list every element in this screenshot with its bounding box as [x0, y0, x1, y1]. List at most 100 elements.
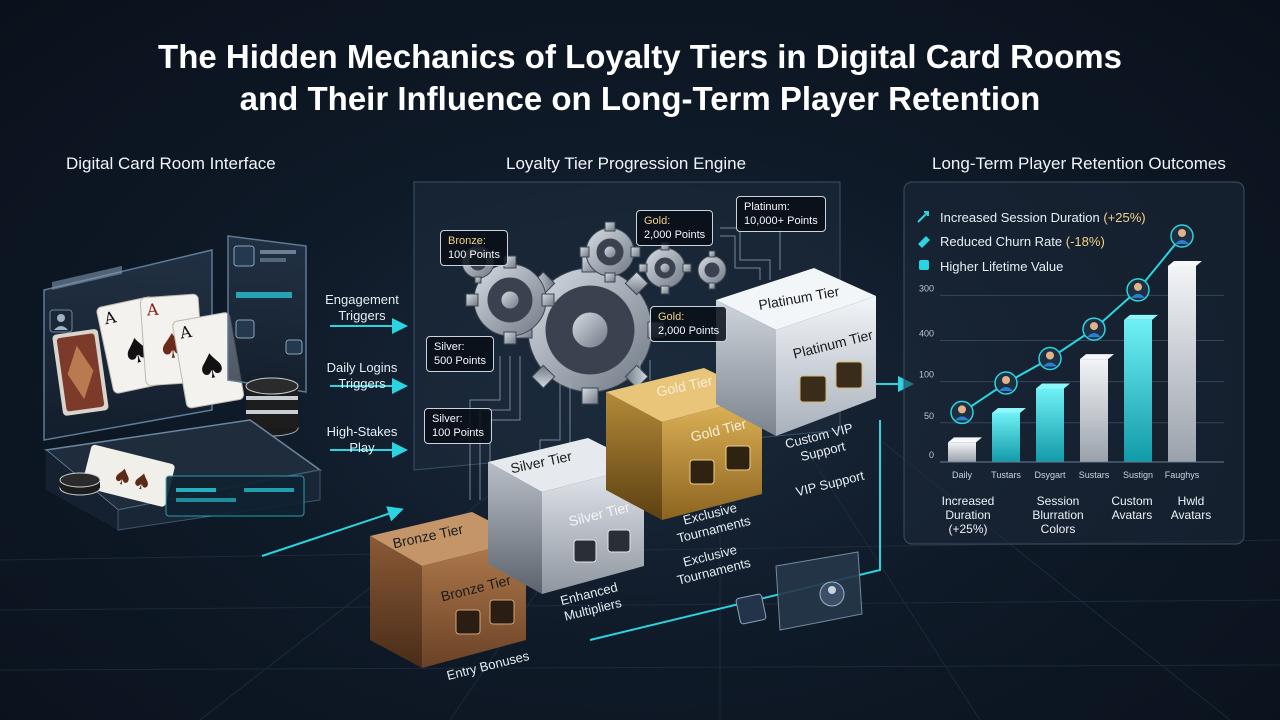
avatar-head: [1090, 322, 1098, 331]
x-category-label: Daily: [952, 470, 973, 480]
table-chip-icon: [59, 472, 101, 496]
outcome-duration-line2: Duration: [945, 508, 991, 522]
silver-tier-cube: [488, 438, 644, 594]
trigger-high-stakes-line2: Play: [349, 440, 375, 455]
side-panel-avatar-icon: [233, 245, 255, 267]
bronze-tier-cube: [370, 512, 526, 668]
retention-bar: [948, 442, 976, 462]
x-category-label: Faughys: [1165, 470, 1200, 480]
trigger-arrows: [261, 318, 408, 557]
card-back-icon: [52, 329, 109, 416]
trigger-daily-logins-line1: Daily Logins: [326, 360, 398, 375]
outcome-session-line3: Colors: [1040, 522, 1076, 536]
retention-feedback-arrow: [589, 420, 881, 641]
bronze-points-name: Bronze:: [448, 235, 486, 247]
avatar-body: [1087, 333, 1101, 338]
outcome-session-line1: Session: [1036, 494, 1080, 508]
y-tick-label: 100: [919, 370, 934, 380]
title-line-1: The Hidden Mechanics of Loyalty Tiers in…: [158, 38, 1122, 75]
avatar-head: [1178, 229, 1186, 237]
small-gear-icon-1: [579, 221, 641, 283]
platinum-vip-icon-1: [799, 375, 827, 403]
retention-bar: [1168, 266, 1196, 462]
user-avatar-icon: [49, 309, 73, 333]
large-gear-icon: [515, 255, 665, 405]
gold-points-name-a: Gold:: [644, 215, 671, 227]
platinum-points-value: 10,000+ Points: [744, 215, 818, 227]
x-category-label: Tustars: [991, 470, 1021, 480]
outcome-label-session: Session Blurration Colors: [1020, 494, 1096, 536]
retention-bar: [992, 413, 1020, 462]
gold-points-tag-a: Gold: 2,000 Points: [636, 210, 714, 246]
floating-profile-card: [775, 551, 863, 631]
silver-multiplier-icon-1: [573, 539, 597, 563]
bronze-bonus-icon-1: [455, 609, 481, 635]
title-line-2: and Their Influence on Long-Term Player …: [239, 80, 1041, 117]
avatar-body: [1131, 293, 1145, 298]
trigger-daily-logins: Daily Logins Triggers: [314, 360, 410, 392]
gold-points-value-a: 2,000 Points: [644, 229, 706, 241]
poker-chip-stack-icon: [245, 377, 299, 437]
legend-churn-rate: Reduced Churn Rate (-18%): [940, 234, 1105, 249]
trigger-daily-logins-line2: Triggers: [338, 376, 386, 391]
y-tick-label: 400: [919, 328, 934, 338]
bar-top: [1124, 314, 1158, 320]
floating-card-icon: [735, 593, 767, 625]
legend-churn-rate-text: Reduced Churn Rate: [940, 234, 1063, 249]
bar-top: [1036, 383, 1070, 389]
page-title: The Hidden Mechanics of Loyalty Tiers in…: [0, 36, 1280, 120]
bronze-points-tag: Bronze: 100 Points: [440, 230, 508, 266]
section-title-retention: Long-Term Player Retention Outcomes: [932, 154, 1226, 173]
y-tick-label: 50: [924, 411, 934, 421]
avatar-body: [1043, 362, 1057, 367]
gold-points-name-b: Gold:: [658, 311, 685, 323]
avatar-head: [1134, 282, 1142, 291]
silver-points-tag-a: Silver: 500 Points: [426, 336, 494, 372]
outcome-label-duration: Increased Duration (+25%): [930, 494, 1006, 536]
gold-points-tag-b: Gold: 2,000 Points: [650, 306, 728, 342]
avatar-head: [1046, 351, 1054, 360]
churn-icon: [918, 236, 930, 248]
table-panel-display: [165, 475, 305, 517]
avatar-body: [999, 387, 1013, 391]
platinum-points-name: Platinum:: [744, 201, 790, 213]
svg-text:A: A: [102, 307, 119, 328]
outcome-hwld-line1: Hwld: [1177, 494, 1205, 508]
trigger-engagement-line2: Triggers: [338, 308, 386, 323]
small-gear-icon-2: [638, 241, 692, 295]
trend-up-icon: [917, 211, 929, 223]
x-category-label: Sustign: [1123, 470, 1153, 480]
silver-points-name-b: Silver:: [432, 413, 463, 425]
outcome-session-line2: Blurration: [1032, 508, 1084, 522]
section-title-engine: Loyalty Tier Progression Engine: [506, 154, 747, 173]
legend-session-duration: Increased Session Duration (+25%): [940, 210, 1146, 225]
lifetime-value-icon: [919, 260, 929, 270]
retention-panel: [903, 181, 1245, 545]
outcome-label-custom-avatars: Custom Avatars: [1102, 494, 1162, 522]
section-title-interface: Digital Card Room Interface: [66, 154, 276, 173]
silver-points-value-a: 500 Points: [434, 355, 486, 367]
avatar-body: [955, 416, 969, 421]
svg-text:A: A: [145, 300, 159, 320]
trigger-engagement-line1: Engagement: [325, 292, 399, 307]
medium-gear-icon: [465, 255, 555, 345]
bronze-points-value: 100 Points: [448, 249, 500, 261]
legend-lifetime-value-text: Higher Lifetime Value: [940, 259, 1064, 274]
outcome-custom-line1: Custom: [1111, 494, 1153, 508]
trigger-engagement: Engagement Triggers: [314, 292, 410, 324]
bar-top: [992, 408, 1026, 413]
outcome-label-hwld-avatars: Hwld Avatars: [1162, 494, 1220, 522]
x-category-label: Sustars: [1079, 470, 1110, 480]
silver-points-name-a: Silver:: [434, 341, 465, 353]
outcome-custom-line2: Avatars: [1111, 508, 1153, 522]
outcome-hwld-line2: Avatars: [1170, 508, 1212, 522]
silver-multiplier-icon-2: [607, 529, 631, 553]
gold-tournament-icon-1: [689, 459, 715, 485]
retention-bar: [1036, 388, 1064, 462]
avatar-body: [1175, 240, 1189, 244]
silver-points-value-b: 100 Points: [432, 427, 484, 439]
interface-header-bar: [52, 265, 122, 290]
svg-text:A: A: [177, 322, 193, 343]
